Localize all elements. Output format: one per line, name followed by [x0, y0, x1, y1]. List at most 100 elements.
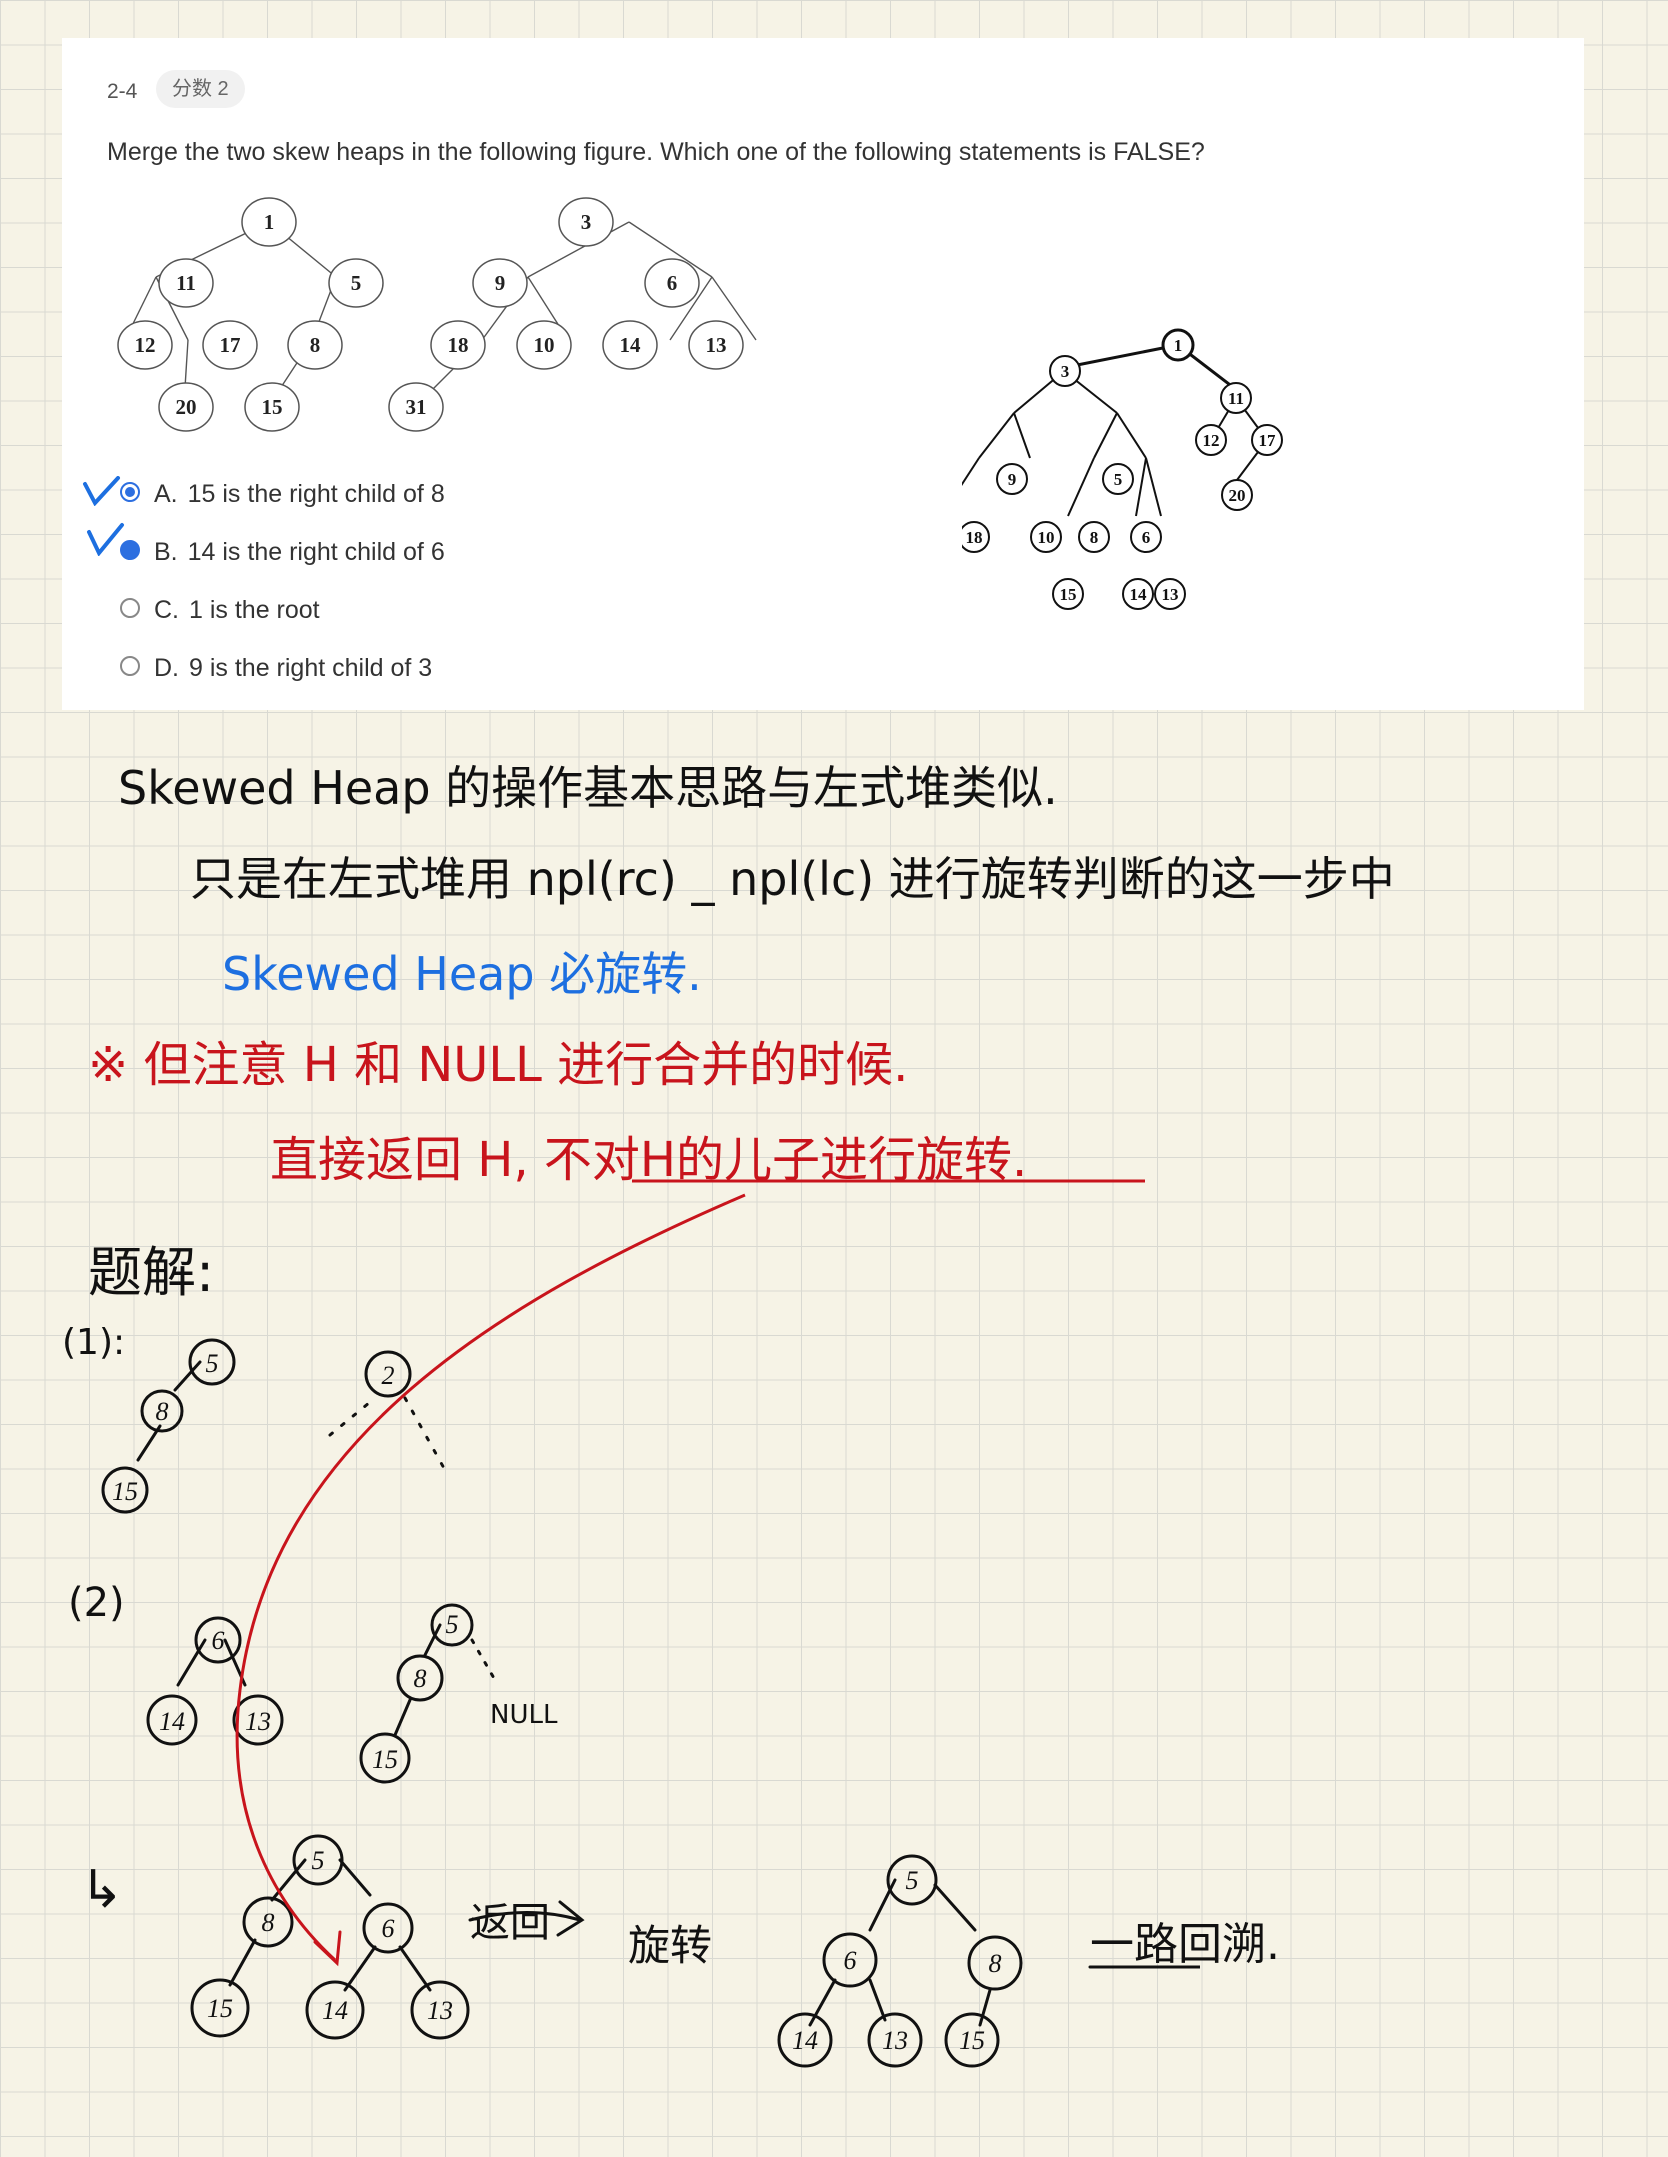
result-label: 17: [1259, 431, 1277, 450]
result-node: [1221, 479, 1253, 511]
sketch-node: [305, 1980, 365, 2040]
heap-node: [430, 320, 486, 370]
sketch-node: [140, 1389, 184, 1433]
heap-node: [244, 382, 300, 432]
radio-filled-icon[interactable]: [120, 540, 140, 561]
note-line-3: Skewed Heap 必旋转.: [222, 947, 702, 1001]
result-label: 20: [1229, 486, 1246, 505]
option-b[interactable]: B.14 is the right child of 6: [120, 532, 445, 572]
option-c[interactable]: C.1 is the root: [120, 590, 320, 630]
svg-text:15: 15: [112, 1477, 138, 1506]
heaps-figure: 1 11 5 12 17 8 20 15 3 9 6 18 10 14 13 3…: [117, 197, 757, 432]
svg-text:8: 8: [414, 1664, 427, 1693]
svg-text:8: 8: [989, 1949, 1002, 1978]
heap-left-node: 8: [310, 333, 321, 357]
svg-text:6: 6: [382, 1914, 395, 1943]
option-b-text: 14 is the right child of 6: [187, 538, 445, 566]
solution-heading: 题解:: [88, 1241, 215, 1304]
svg-text:13: 13: [427, 1996, 453, 2025]
step-2-label: (2): [68, 1580, 125, 1626]
heap-node: [287, 320, 343, 370]
svg-text:6: 6: [844, 1946, 857, 1975]
result-label: 13: [1162, 585, 1179, 604]
sketch-node: [867, 2012, 923, 2068]
heap-right-node: 14: [620, 333, 642, 357]
result-label: 12: [1203, 431, 1220, 450]
svg-text:5: 5: [906, 1866, 919, 1895]
radio-selected-icon[interactable]: [120, 482, 140, 503]
radio-empty-icon[interactable]: [120, 598, 140, 619]
result-node: [1102, 463, 1134, 495]
option-c-text: 1 is the root: [189, 596, 320, 624]
radio-empty-icon[interactable]: [120, 656, 140, 677]
rotate-label: 旋转: [628, 1921, 713, 1970]
svg-text:14: 14: [792, 2026, 818, 2055]
note-line-4: ※ 但注意 H 和 NULL 进行合并的时候.: [88, 1037, 909, 1093]
sketch-node: [430, 1603, 474, 1647]
question-number: 2-4: [107, 80, 138, 103]
heap-right-node: 9: [495, 271, 506, 295]
heap-left-node: 17: [220, 333, 241, 357]
heap-node: [202, 320, 258, 370]
sketch-node: [242, 1896, 294, 1948]
return-label: 返回: [470, 1900, 550, 1946]
null-label: NULL: [490, 1700, 558, 1730]
result-label: 15: [1060, 585, 1077, 604]
sketch-node: [362, 1902, 414, 1954]
result-heap-sketch: 1 3 11 9 5 12 17 18 10 8 6 20 31 15 14 1…: [962, 328, 1283, 610]
result-label: 6: [1142, 528, 1151, 547]
heap-left-node: 11: [176, 271, 196, 295]
result-node: [1078, 521, 1110, 553]
sketch-node: [101, 1466, 149, 1514]
note-line-2: 只是在左式堆用 npl(rc) _ npl(lc) 进行旋转判断的这一步中: [190, 852, 1395, 906]
score-badge: 分数 2: [156, 70, 245, 108]
heap-right-node: 13: [706, 333, 727, 357]
heap-node: [388, 382, 444, 432]
result-label: 11: [1228, 389, 1244, 408]
final-label: 一路回溯.: [1090, 1919, 1280, 1970]
heap-node: [241, 197, 297, 247]
option-d[interactable]: D.9 is the right child of 3: [120, 648, 432, 688]
result-node: [1154, 578, 1186, 610]
svg-text:15: 15: [207, 1994, 233, 2023]
result-node: [1161, 328, 1195, 362]
svg-text:6: 6: [212, 1626, 225, 1655]
result-label: 9: [1008, 470, 1017, 489]
result-label: 8: [1090, 528, 1099, 547]
sketch-node: [364, 1350, 412, 1398]
result-label: 5: [1114, 470, 1123, 489]
sketch-node: [190, 1978, 250, 2038]
svg-text:13: 13: [882, 2026, 908, 2055]
solution-sketches: 5 8 15 2 6 14 13 5 8 15 5 8 6 15 14 13 5…: [101, 1338, 1200, 2068]
result-node: [1130, 521, 1162, 553]
sketch-node: [359, 1732, 411, 1784]
heap-node: [558, 197, 614, 247]
sketch-node: [292, 1834, 344, 1886]
heap-left-node: 5: [351, 271, 362, 295]
heap-right-node: 18: [448, 333, 469, 357]
heap-right-node: 3: [581, 210, 592, 234]
question-text: Merge the two skew heaps in the followin…: [107, 138, 1205, 166]
sketch-node: [194, 1616, 242, 1664]
result-label: 18: [966, 528, 983, 547]
sketch-node: [232, 1694, 284, 1746]
sketch-node: [777, 2012, 833, 2068]
option-a-text: 15 is the right child of 8: [187, 480, 445, 508]
step-1-label: (1):: [62, 1322, 126, 1363]
result-node: [1030, 521, 1062, 553]
result-node: [1251, 424, 1283, 456]
sketch-node: [944, 2012, 1000, 2068]
svg-text:14: 14: [159, 1707, 185, 1736]
svg-text:15: 15: [372, 1745, 398, 1774]
option-d-text: 9 is the right child of 3: [189, 654, 433, 682]
heap-node: [602, 320, 658, 370]
result-node: [1195, 424, 1227, 456]
heap-node: [516, 320, 572, 370]
result-label: 1: [1174, 336, 1183, 355]
heap-right-node: 31: [406, 395, 427, 419]
sketch-node: [410, 1980, 470, 2040]
heap-node: [158, 382, 214, 432]
checkmark-icon: [83, 476, 120, 506]
result-label: 10: [1038, 528, 1055, 547]
option-a[interactable]: A.15 is the right child of 8: [120, 474, 445, 514]
